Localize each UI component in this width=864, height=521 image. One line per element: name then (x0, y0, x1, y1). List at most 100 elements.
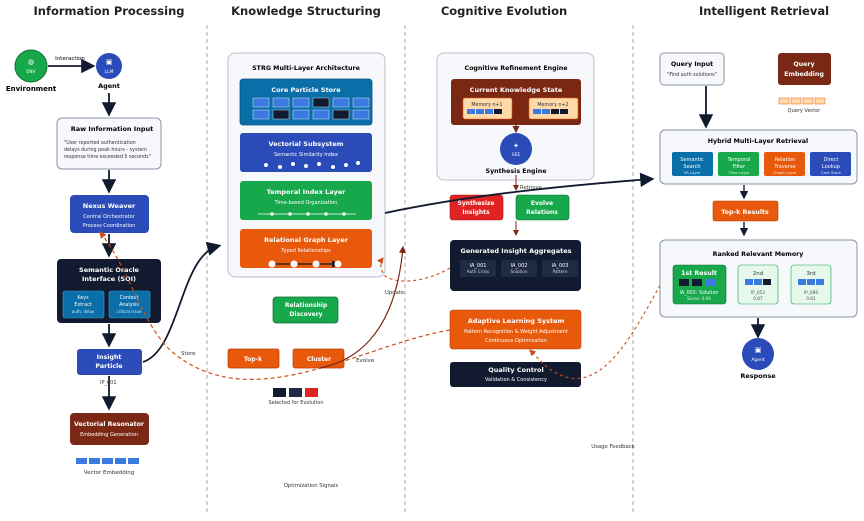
nexus-weaver-title: Nexus Weaver (83, 202, 136, 210)
insight-particle-box: Insight Particle (77, 349, 142, 375)
synthesize-insights-line-1: Synthesize (458, 200, 495, 207)
hybrid-retrieval-panel: Hybrid Multi-Layer Retrieval Semantic Se… (659, 129, 858, 185)
strg-title: STRG Multi-Layer Architecture (252, 65, 360, 72)
evolve-label: Evolve (356, 358, 375, 364)
soi-title-1: Semantic Oracle (79, 266, 140, 274)
update-flow (377, 257, 451, 282)
topk-results-box: Top-k Results (712, 200, 779, 222)
relation-traverse-chip: Relation Traverse Graph Layer (764, 152, 805, 176)
agent-icon-text: LLM (105, 69, 114, 75)
temporal-index-layer: Temporal Index Layer Time-based Organiza… (240, 181, 372, 220)
direct-lookup-line-1: Direct (824, 157, 839, 163)
ranked-memory-title: Ranked Relevant Memory (713, 251, 804, 258)
third-result-title: 3rd (806, 271, 815, 277)
evolve-relations-line-2: Relations (526, 209, 558, 216)
topk-label: Top-k (244, 356, 263, 363)
context-analysis-line-3: critical issue (117, 309, 142, 314)
nexus-weaver-box: Nexus Weaver Central Orchestrator Proces… (70, 195, 149, 233)
environment-icon-text: ENV (26, 69, 36, 75)
first-result-card: 1st Result IA_002: Solution Score: 0.94 (672, 264, 727, 305)
column-title-knowledge-structuring: Knowledge Structuring (231, 4, 381, 18)
vectorial-subsystem-sub: Semantic Similarity Index (274, 152, 338, 158)
relationship-discovery-line-1: Relationship (285, 302, 328, 309)
cluster-box: Cluster (292, 348, 345, 369)
direct-lookup-line-2: Lookup (822, 164, 840, 170)
context-analysis-chip: Context Analysis critical issue (108, 290, 151, 319)
usage-feedback-flow (529, 279, 664, 379)
selected-blocks (273, 388, 318, 397)
interaction-label: Interaction (55, 56, 85, 62)
second-result-card: 2nd IP_052 0.87 (737, 264, 779, 305)
environment-node: ◍ ENV Environment (6, 49, 57, 93)
evolve-relations-line-1: Evolve (531, 200, 553, 207)
soi-title-2: Interface (SOI) (82, 275, 136, 283)
synthesis-engine-icon-text: SEE (512, 152, 521, 158)
gear-icon: ✦ (513, 142, 519, 150)
third-result-card: 3rd IP_089 0.81 (790, 264, 832, 305)
vectorial-resonator-sub: Embedding Generation (80, 432, 138, 438)
optimization-signals-label: Optimization Signals (284, 483, 339, 489)
selected-for-evolution-label: Selected for Evolution (268, 400, 323, 406)
semantic-search-line-3: VR Layer (683, 170, 700, 175)
strg-to-retrieval-arrow (384, 172, 655, 214)
retrieve-label: Retrieve (520, 185, 542, 191)
environment-label: Environment (6, 85, 57, 93)
usage-feedback-label: Usage Feedback (591, 444, 635, 450)
synthesis-engine-label: Synthesis Engine (486, 168, 547, 175)
store-label: Store (181, 351, 196, 357)
semantic-search-line-2: Search (683, 164, 700, 170)
temporal-filter-line-1: Temporal (727, 157, 751, 163)
relation-traverse-line-1: Relation (775, 157, 795, 163)
generated-insight-aggregates-box: Generated Insight Aggregates IA_001 Auth… (450, 240, 581, 291)
vector-block-2 (89, 458, 100, 464)
direct-lookup-line-3: Core Store (821, 170, 842, 175)
vector-embedding-blocks (76, 458, 139, 464)
temporal-filter-line-2: Filter (733, 164, 746, 170)
first-result-sub-2: Score: 0.94 (687, 296, 711, 301)
topk-results-label: Top-k Results (721, 209, 769, 216)
relation-traverse-line-2: Traverse (773, 164, 795, 170)
vector-points (264, 161, 360, 169)
context-analysis-line-1: Context (120, 295, 139, 301)
adaptive-learning-system-box: Adaptive Learning System Pattern Recogni… (449, 309, 582, 350)
first-result-title: 1st Result (681, 270, 717, 277)
temporal-index-sub: Time-based Organization (274, 200, 338, 206)
column-title-information-processing: Information Processing (34, 4, 185, 18)
evolve-relations-box: Evolve Relations (515, 194, 570, 221)
agent-node: ▣ LLM Agent (96, 53, 122, 90)
response-agent-node: ▣ Agent Response (740, 338, 776, 380)
relationship-discovery-line-2: Discovery (289, 311, 322, 318)
temporal-filter-line-3: Time Layer (727, 170, 750, 175)
semantic-oracle-interface-box: Semantic Oracle Interface (SOI) Keys Ext… (57, 259, 161, 323)
vector-block-1 (76, 458, 87, 464)
column-title-intelligent-retrieval: Intelligent Retrieval (699, 4, 829, 18)
vector-block-5 (128, 458, 139, 464)
third-result-sub-2: 0.81 (806, 296, 816, 302)
query-embedding-line-1: Query (793, 61, 814, 68)
nexus-weaver-sub-2: Process Coordination (83, 223, 136, 229)
keys-extract-line-1: Keys (77, 295, 89, 301)
cre-title: Cognitive Refinement Engine (464, 65, 567, 72)
second-result-title: 2nd (753, 271, 763, 277)
insight-particle-line-1: Insight (97, 354, 122, 361)
ia-002-sub: Solution (510, 269, 527, 274)
relation-traverse-line-3: Graph Layer (773, 170, 797, 175)
vectorial-resonator-box: Vectorial Resonator Embedding Generation (70, 413, 149, 445)
current-knowledge-state-box: Current Knowledge State Memory n+1 Memor… (451, 79, 581, 125)
vectorial-subsystem-layer: Vectorial Subsystem Semantic Similarity … (240, 133, 372, 172)
robot-icon-response: ▣ (755, 346, 762, 354)
response-label: Response (740, 372, 776, 380)
relational-graph-title: Relational Graph Layer (264, 236, 349, 244)
hybrid-retrieval-title: Hybrid Multi-Layer Retrieval (708, 138, 808, 145)
robot-icon: ▣ (106, 58, 113, 66)
store-arrow (142, 241, 222, 363)
second-result-sub-1: IP_052 (751, 290, 765, 296)
raw-information-text-1: "User reported authentication (64, 140, 136, 146)
query-input-title: Query Input (671, 61, 713, 68)
response-agent-icon-text: Agent (751, 357, 765, 363)
optimization-signals-flow (99, 231, 451, 380)
third-result-sub-1: IP_089 (804, 290, 818, 296)
quality-control-title: Quality Control (488, 366, 543, 374)
keys-extract-line-2: Extract (74, 302, 91, 308)
temporal-filter-chip: Temporal Filter Time Layer (718, 152, 759, 176)
